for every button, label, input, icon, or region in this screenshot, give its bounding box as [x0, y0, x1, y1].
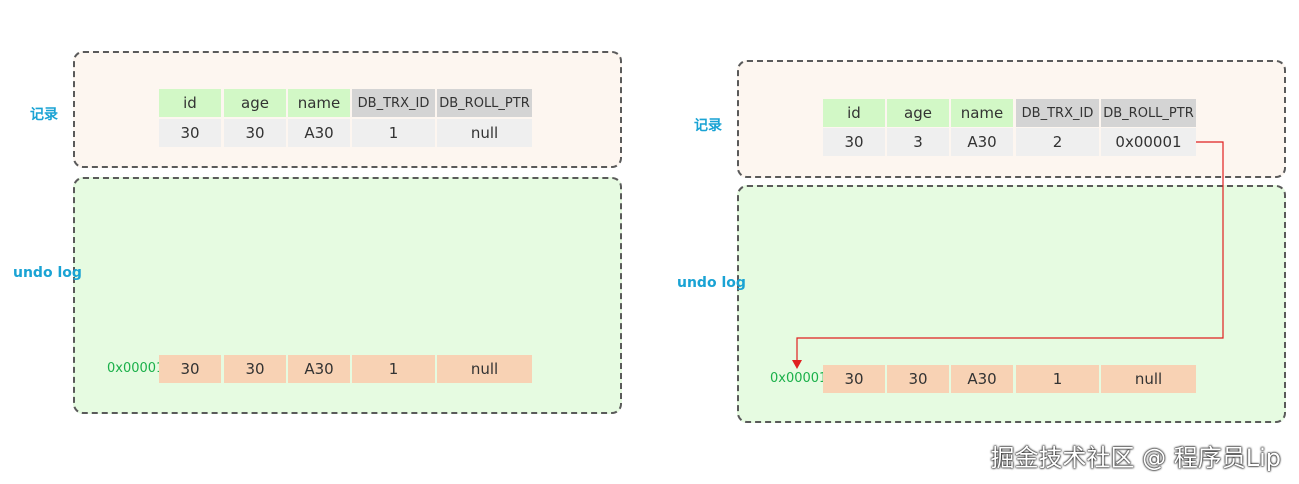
- left-record-db-roll-ptr: null: [437, 119, 532, 147]
- left-header-db-trx-id: DB_TRX_ID: [352, 89, 435, 117]
- left-undo-db-roll-ptr: null: [437, 355, 532, 383]
- right-record-db-trx-id: 2: [1016, 128, 1099, 156]
- left-record-name: A30: [288, 119, 350, 147]
- right-record-db-roll-ptr: 0x00001: [1101, 128, 1196, 156]
- left-undo-age: 30: [224, 355, 286, 383]
- right-header-name: name: [951, 99, 1013, 127]
- left-header-db-roll-ptr: DB_ROLL_PTR: [437, 89, 532, 117]
- right-undo-name: A30: [951, 365, 1013, 393]
- left-record-label: 记录: [30, 107, 58, 123]
- right-record-age: 3: [887, 128, 949, 156]
- right-undo-age: 30: [887, 365, 949, 393]
- left-undo-name: A30: [288, 355, 350, 383]
- right-header-db-trx-id: DB_TRX_ID: [1016, 99, 1099, 127]
- right-undo-address: 0x00001: [770, 371, 828, 386]
- left-undo-log-label: undo log: [13, 265, 82, 281]
- right-header-db-roll-ptr: DB_ROLL_PTR: [1101, 99, 1196, 127]
- right-header-age: age: [887, 99, 949, 127]
- watermark: 掘金技术社区 @ 程序员Lip: [990, 444, 1281, 472]
- left-undo-id: 30: [159, 355, 221, 383]
- left-undo-db-trx-id: 1: [352, 355, 435, 383]
- left-record-db-trx-id: 1: [352, 119, 435, 147]
- right-header-id: id: [823, 99, 885, 127]
- right-undo-log-label: undo log: [677, 275, 746, 291]
- left-record-age: 30: [224, 119, 286, 147]
- right-record-name: A30: [951, 128, 1013, 156]
- left-header-age: age: [224, 89, 286, 117]
- left-record-id: 30: [159, 119, 221, 147]
- right-undo-id: 30: [823, 365, 885, 393]
- right-record-label: 记录: [694, 118, 722, 134]
- right-undo-db-trx-id: 1: [1016, 365, 1099, 393]
- left-header-name: name: [288, 89, 350, 117]
- right-record-id: 30: [823, 128, 885, 156]
- right-undo-db-roll-ptr: null: [1101, 365, 1196, 393]
- left-undo-address: 0x00001: [107, 361, 165, 376]
- left-header-id: id: [159, 89, 221, 117]
